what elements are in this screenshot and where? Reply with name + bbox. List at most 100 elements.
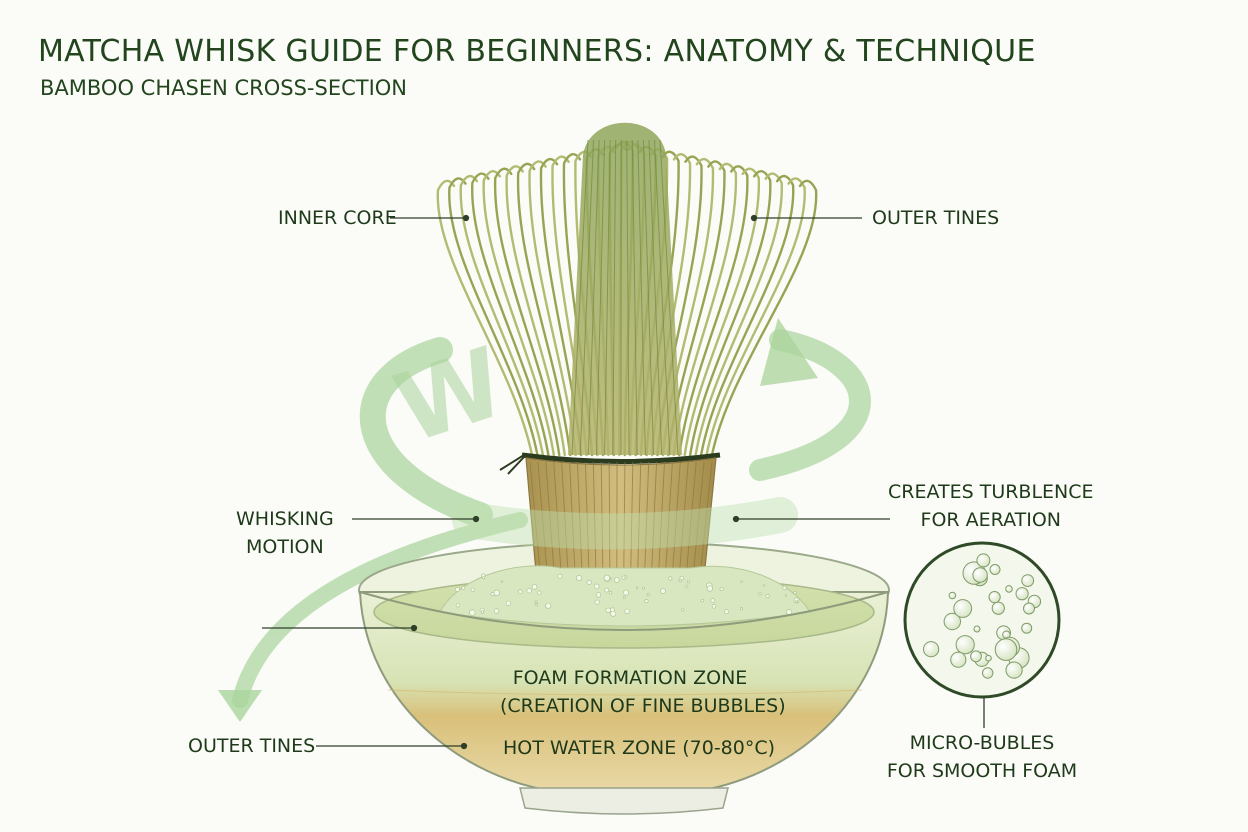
- micro-bubble: [985, 654, 992, 662]
- tine-stroke: [710, 179, 818, 457]
- foam-bubble: [594, 599, 600, 605]
- core-tine-stroke: [642, 139, 655, 456]
- micro-bubbles: [923, 553, 1042, 679]
- water-zone-boundary: [387, 689, 863, 696]
- foam-bubble: [454, 587, 460, 592]
- foam-bubble: [795, 600, 799, 603]
- foam-bubble: [678, 578, 682, 583]
- foam-bubble: [493, 589, 500, 596]
- leader-lines: [262, 214, 985, 750]
- hot-water-zone-label: HOT WATER ZONE (70-80°C): [503, 737, 776, 759]
- micro-bubble: [973, 625, 981, 633]
- binding-thread: [521, 452, 721, 464]
- foam-bubble: [536, 590, 542, 595]
- inner-core-label: INNER CORE: [278, 207, 397, 229]
- tine-stroke: [705, 177, 806, 457]
- whisking-motion-arrow: [232, 329, 871, 708]
- micro-bubble: [943, 612, 961, 631]
- foam-bubble: [668, 576, 673, 581]
- inner-core-tines: [571, 139, 679, 456]
- foam-bubble: [517, 589, 523, 595]
- tine-stroke: [678, 165, 749, 457]
- foam-bubble: [501, 580, 504, 583]
- motion-glyph: W: [382, 326, 517, 465]
- page-title: MATCHA WHISK GUIDE FOR BEGINNERS: ANATOM…: [38, 34, 1036, 69]
- core-tine-stroke: [587, 139, 600, 456]
- tine-stroke: [448, 177, 539, 457]
- foam-bubble: [622, 596, 626, 599]
- micro-bubble: [991, 601, 1005, 615]
- core-tine-stroke: [579, 139, 595, 456]
- micro-bubble: [1021, 574, 1035, 587]
- core-tine-stroke: [612, 139, 617, 456]
- page-subtitle: BAMBOO CHASEN CROSS-SECTION: [40, 76, 408, 100]
- turbulence-line-1: CREATES TURBLENCE: [888, 481, 1094, 503]
- micro-bubble: [953, 599, 973, 618]
- foam-bubble: [470, 587, 475, 592]
- foam-bubble: [545, 602, 552, 609]
- foam-zone-line-1: FOAM FORMATION ZONE: [512, 667, 748, 689]
- core-tine-stroke: [648, 139, 663, 456]
- foam-bubble: [642, 586, 646, 590]
- foam-bubble: [505, 600, 511, 606]
- foam-bubble: [608, 590, 613, 595]
- tine-stroke: [688, 170, 772, 457]
- tine-stroke: [683, 167, 760, 457]
- tine-stroke: [494, 167, 561, 457]
- tine-stroke: [471, 172, 550, 457]
- core-tine-stroke: [659, 139, 679, 456]
- foam-bubble: [613, 577, 620, 583]
- foam-bubble: [624, 608, 630, 614]
- outer-tines-bottom-label: OUTER TINES: [188, 735, 316, 757]
- foam-bubble: [740, 607, 744, 611]
- foam-bubble: [685, 584, 689, 588]
- tine-stroke: [459, 174, 545, 457]
- tine-stroke: [516, 162, 572, 457]
- foam-bubble: [455, 603, 461, 608]
- tine-stroke: [667, 160, 726, 457]
- micro-bubble: [1005, 661, 1023, 679]
- foam-bubble: [535, 603, 539, 607]
- micro-bubble: [950, 651, 967, 668]
- foam-zone-line-2: (CREATION OF FINE BUBBLES): [500, 695, 786, 717]
- foam-bubble: [595, 592, 602, 598]
- micro-bubble: [976, 553, 991, 568]
- tine-stroke: [436, 179, 534, 457]
- micro-bubble: [1015, 587, 1029, 601]
- foam-bubble: [531, 583, 538, 590]
- foam-bubble: [644, 599, 649, 604]
- foam-bubble: [480, 610, 485, 614]
- foam-zone-label: FOAM FORMATION ZONE (CREATION OF FINE BU…: [500, 664, 786, 720]
- foam-bubble: [686, 580, 690, 584]
- micro-bubble: [1023, 602, 1035, 615]
- thread-tail: [499, 454, 525, 475]
- foam-bubble: [493, 608, 500, 614]
- tine-stroke: [672, 162, 738, 457]
- micro-bubble: [955, 635, 975, 655]
- micro-bubble: [923, 641, 940, 658]
- motion-arrowhead-right: [760, 318, 818, 386]
- tine-stroke: [528, 160, 577, 457]
- whisking-motion-line-1: WHISKING: [236, 508, 334, 530]
- whisking-motion-line-2: MOTION: [246, 536, 324, 558]
- turbulence-label: CREATES TURBLENCE FOR AERATION: [888, 478, 1094, 534]
- foam-bubble: [575, 575, 582, 582]
- core-tine-stroke: [637, 139, 646, 456]
- foam-bubble: [782, 585, 787, 591]
- foam-bubble: [586, 579, 592, 585]
- micro-bubbles-label: MICRO-BUBLES FOR SMOOTH FOAM: [886, 729, 1078, 785]
- foam-bubble: [793, 591, 797, 595]
- foam-bubble: [621, 575, 626, 580]
- outer-tines-top-label: OUTER TINES: [872, 207, 1000, 229]
- foam-bubble: [623, 589, 629, 596]
- whisking-motion-label: WHISKING MOTION: [236, 505, 334, 561]
- foam-bubble: [610, 610, 617, 617]
- foam-bubble: [758, 592, 762, 596]
- micro-bubble: [1021, 622, 1033, 634]
- micro-bubble: [982, 667, 994, 679]
- foam-bubble: [740, 580, 743, 583]
- foam-bubble: [490, 592, 495, 597]
- foam-bubbles: [454, 573, 800, 617]
